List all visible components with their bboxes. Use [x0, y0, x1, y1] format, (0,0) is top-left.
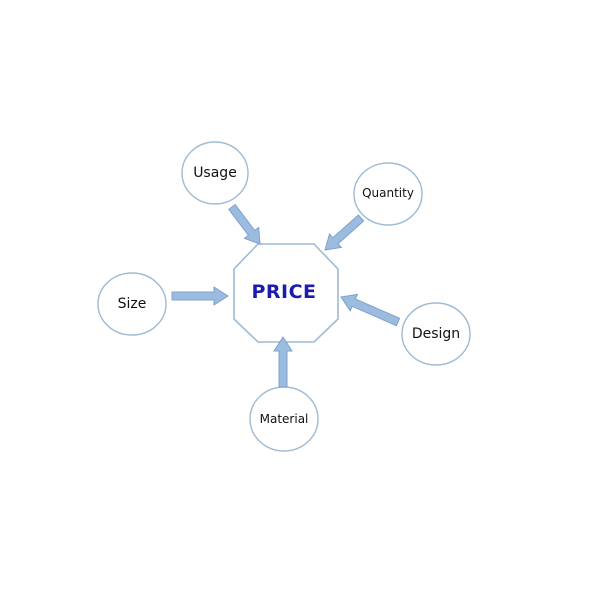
arrow-size-to-price	[171, 286, 229, 306]
quantity-label: Quantity	[362, 186, 414, 200]
factor-node-design: Design	[401, 302, 471, 366]
design-label: Design	[412, 326, 460, 342]
arrow-material-to-price	[273, 336, 293, 388]
size-label: Size	[118, 296, 147, 312]
factor-node-usage: Usage	[181, 141, 249, 205]
material-label: Material	[260, 412, 309, 426]
center-label: PRICE	[251, 281, 316, 303]
size-ellipse	[97, 272, 167, 336]
center-node: PRICE	[233, 243, 339, 343]
usage-label: Usage	[193, 165, 237, 181]
factor-node-material: Material	[249, 386, 319, 452]
design-ellipse	[401, 302, 471, 366]
arrow-design-to-price	[340, 293, 401, 327]
usage-ellipse	[181, 141, 249, 205]
quantity-ellipse	[353, 162, 423, 226]
arrow-usage-to-price	[228, 203, 261, 245]
arrow-quantity-to-price	[324, 214, 365, 251]
factor-node-quantity: Quantity	[353, 162, 423, 226]
factor-node-size: Size	[97, 272, 167, 336]
center-octagon	[233, 243, 339, 343]
